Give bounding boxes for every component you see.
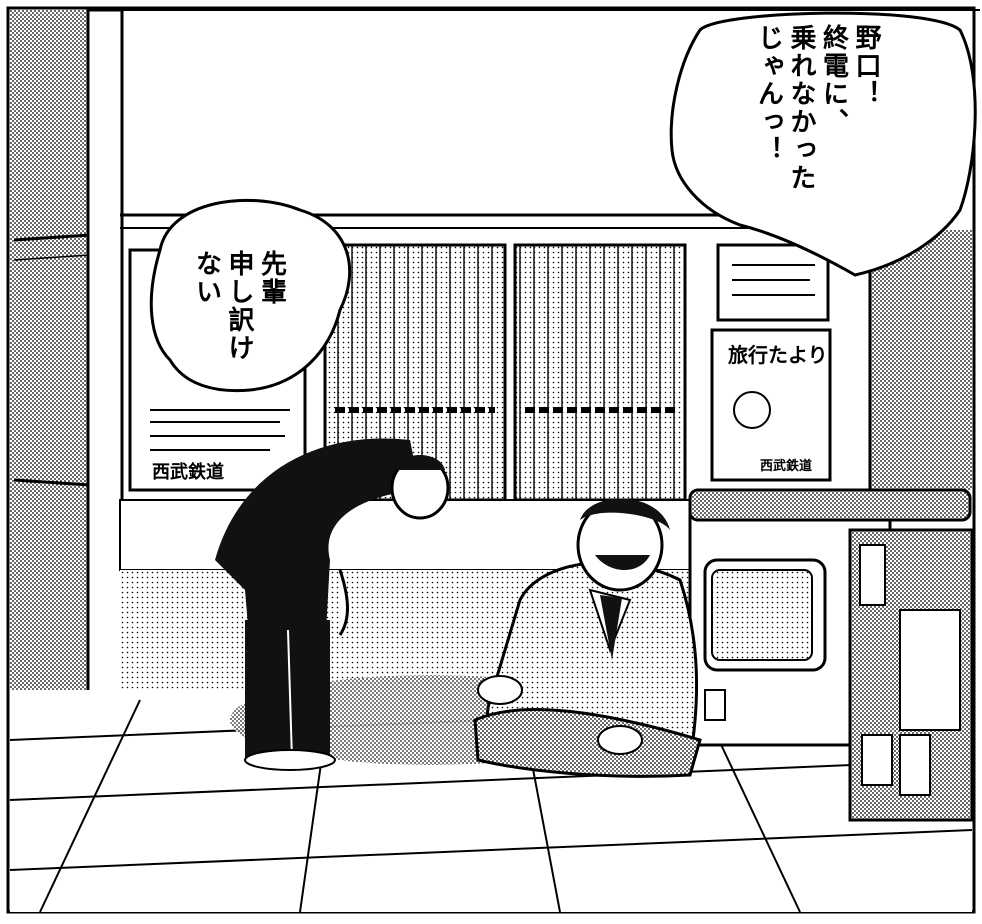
bowing-man	[215, 438, 450, 771]
speech-right-line-3: 乗れなかった	[786, 24, 816, 192]
ticket-machine	[848, 528, 974, 822]
left-wall	[10, 10, 90, 730]
speech-right-line-1: 野口！	[851, 24, 881, 108]
speech-bubble-left-text: 先輩申し訳けない	[190, 250, 288, 362]
right-wall	[870, 230, 972, 490]
poster-right-footer: 西武鉄道	[760, 458, 812, 474]
speech-right-line-4: じゃんっ！	[753, 24, 784, 164]
pillar	[86, 8, 124, 752]
speech-left-line-1: 先輩	[256, 250, 287, 306]
speech-bubble-left	[149, 198, 352, 393]
poster-left-logo: 西武鉄道	[152, 461, 224, 483]
speech-bubble-right	[669, 11, 977, 277]
poster-right-top	[716, 243, 830, 322]
speech-left-line-3: ない	[191, 250, 222, 306]
poster-right-bottom	[710, 328, 832, 482]
speech-bubble-right-text: 野口！終電に、乗れなかったじゃんっ！	[752, 24, 882, 192]
poster-right-title: 旅行たより	[728, 343, 828, 367]
window-right	[513, 243, 687, 502]
ticket-gate	[688, 488, 972, 747]
sitting-man	[473, 498, 702, 778]
speech-left-line-2: 申し訳け	[224, 250, 254, 362]
speech-right-line-2: 終電に、	[818, 24, 849, 136]
poster-face	[733, 391, 771, 429]
